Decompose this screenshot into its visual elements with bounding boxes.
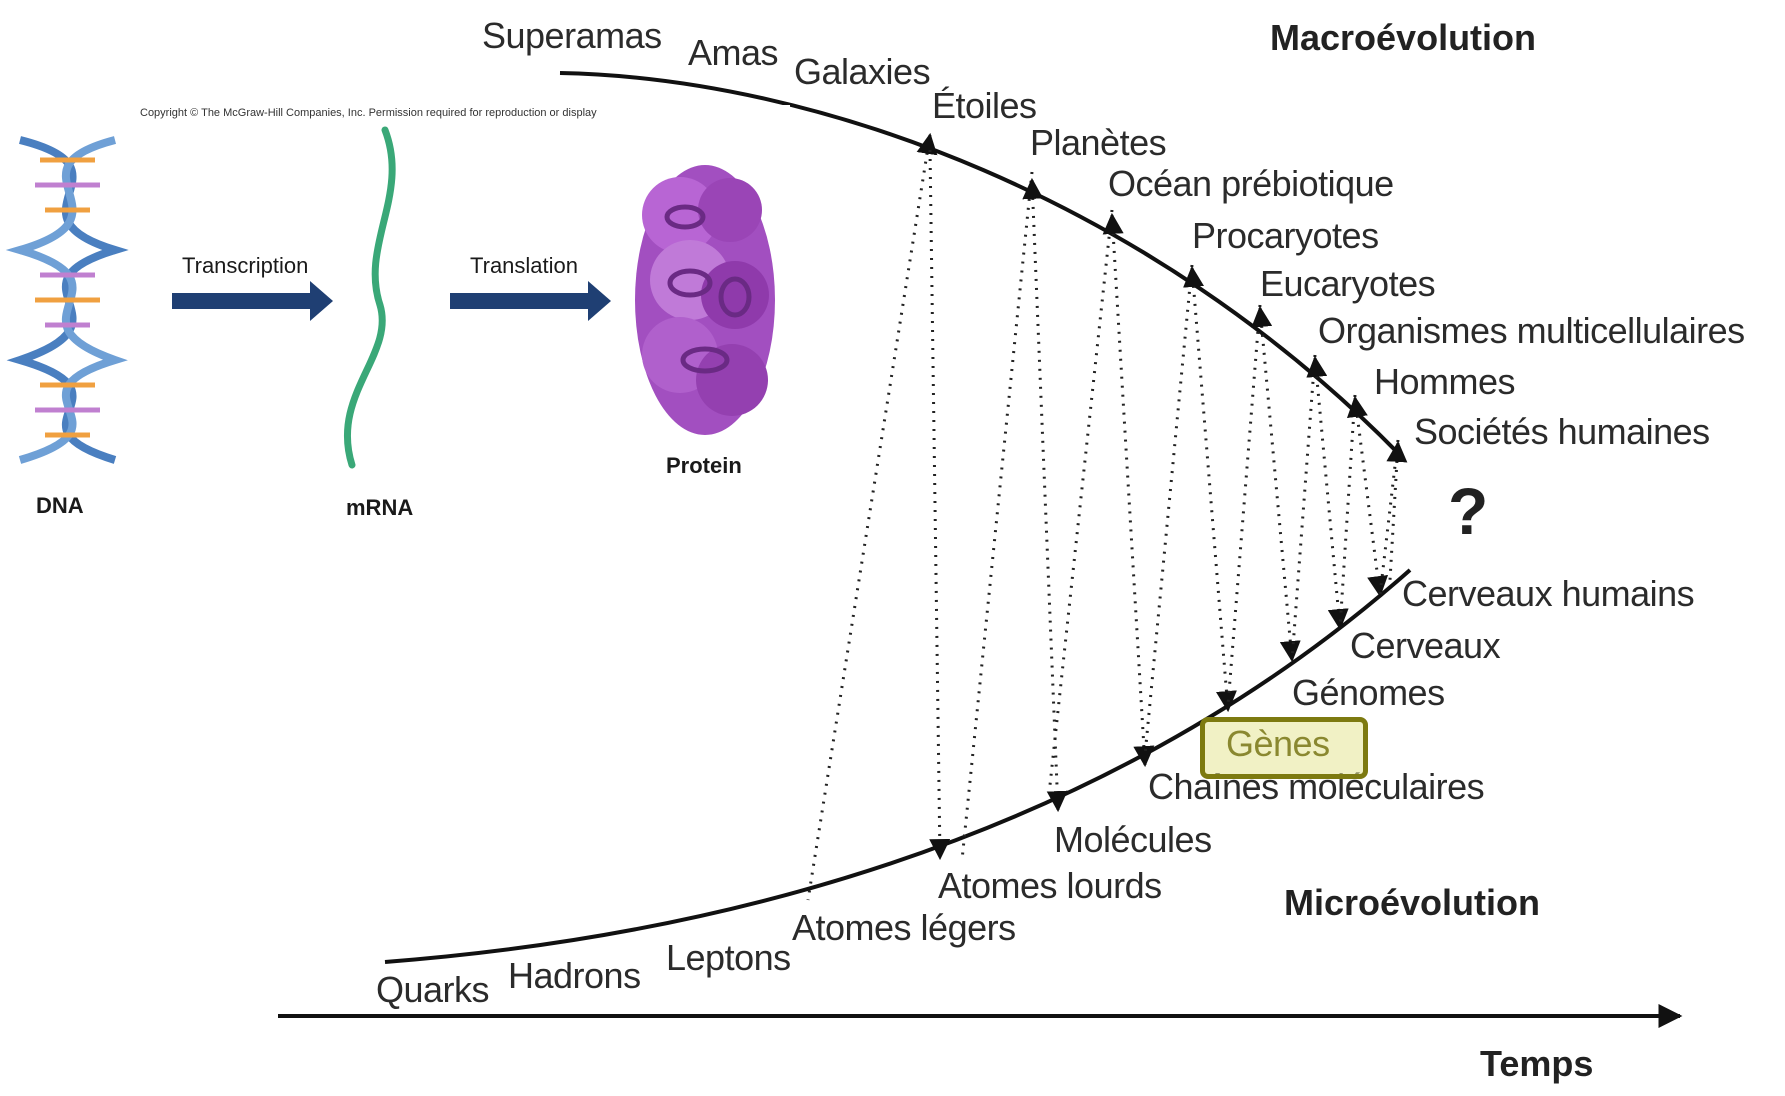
time-axis-label: Temps: [1480, 1046, 1593, 1082]
micro-label-genomes: Génomes: [1292, 675, 1445, 711]
dotted-arrow-6: [1112, 215, 1145, 765]
dotted-arrow-14: [1355, 398, 1380, 595]
macro-label-organismes-multicellulaires: Organismes multicellulaires: [1318, 313, 1745, 349]
macroevolution-heading: Macroévolution: [1270, 20, 1536, 56]
dotted-arrow-12: [1315, 358, 1340, 628]
micro-label-genes: Gènes: [1226, 726, 1330, 762]
dotted-arrow-11: [1292, 355, 1315, 660]
transcription-arrow-icon: [172, 281, 333, 321]
microevolution-heading: Microévolution: [1284, 885, 1540, 921]
dotted-arrow-16: [1390, 443, 1398, 580]
macro-label-hommes: Hommes: [1374, 364, 1515, 400]
dotted-arrow-10: [1260, 308, 1292, 660]
macro-label-ocean-prebiotique: Océan prébiotique: [1108, 166, 1394, 202]
macro-label-amas: Amas: [688, 35, 778, 71]
dotted-arrow-9: [1228, 305, 1260, 705]
dotted-arrow-5: [1050, 210, 1112, 785]
dotted-arrow-7: [1145, 265, 1192, 755]
micro-label-atomes-legers: Atomes légers: [792, 910, 1016, 946]
micro-label-quarks: Quarks: [376, 972, 489, 1008]
micro-label-molecules: Molécules: [1054, 822, 1212, 858]
protein-icon: [635, 165, 775, 435]
micro-label-hadrons: Hadrons: [508, 958, 641, 994]
micro-label-cerveaux-humains: Cerveaux humains: [1402, 576, 1694, 612]
macro-label-planetes: Planètes: [1030, 125, 1166, 161]
dotted-arrow-15: [1380, 440, 1398, 595]
mrna-label: mRNA: [346, 495, 413, 521]
central-dogma-inset: Copyright © The McGraw-Hill Companies, I…: [0, 105, 790, 525]
dotted-arrow-2: [930, 150, 940, 858]
dna-helix-icon: [20, 140, 115, 460]
macro-label-procaryotes: Procaryotes: [1192, 218, 1379, 254]
dotted-arrow-1: [808, 135, 930, 900]
macro-label-societes-humaines: Sociétés humaines: [1414, 414, 1710, 450]
dna-label: DNA: [36, 493, 84, 519]
question-mark: ?: [1448, 478, 1488, 544]
macro-label-eucaryotes: Eucaryotes: [1260, 266, 1435, 302]
dotted-arrow-13: [1340, 395, 1355, 628]
dotted-arrow-4: [1032, 180, 1058, 810]
micro-label-cerveaux: Cerveaux: [1350, 628, 1500, 664]
micro-label-atomes-lourds: Atomes lourds: [938, 868, 1162, 904]
transcription-label: Transcription: [182, 253, 308, 279]
protein-label: Protein: [666, 453, 742, 479]
mrna-strand-icon: [347, 130, 392, 465]
translation-label: Translation: [470, 253, 578, 279]
micro-label-leptons: Leptons: [666, 940, 791, 976]
translation-arrow-icon: [450, 281, 611, 321]
macro-label-etoiles: Étoiles: [932, 88, 1037, 124]
macro-label-superamas: Superamas: [482, 18, 662, 54]
dotted-arrow-8: [1192, 268, 1228, 710]
dotted-arrow-3: [962, 172, 1032, 860]
macro-label-galaxies: Galaxies: [794, 54, 930, 90]
